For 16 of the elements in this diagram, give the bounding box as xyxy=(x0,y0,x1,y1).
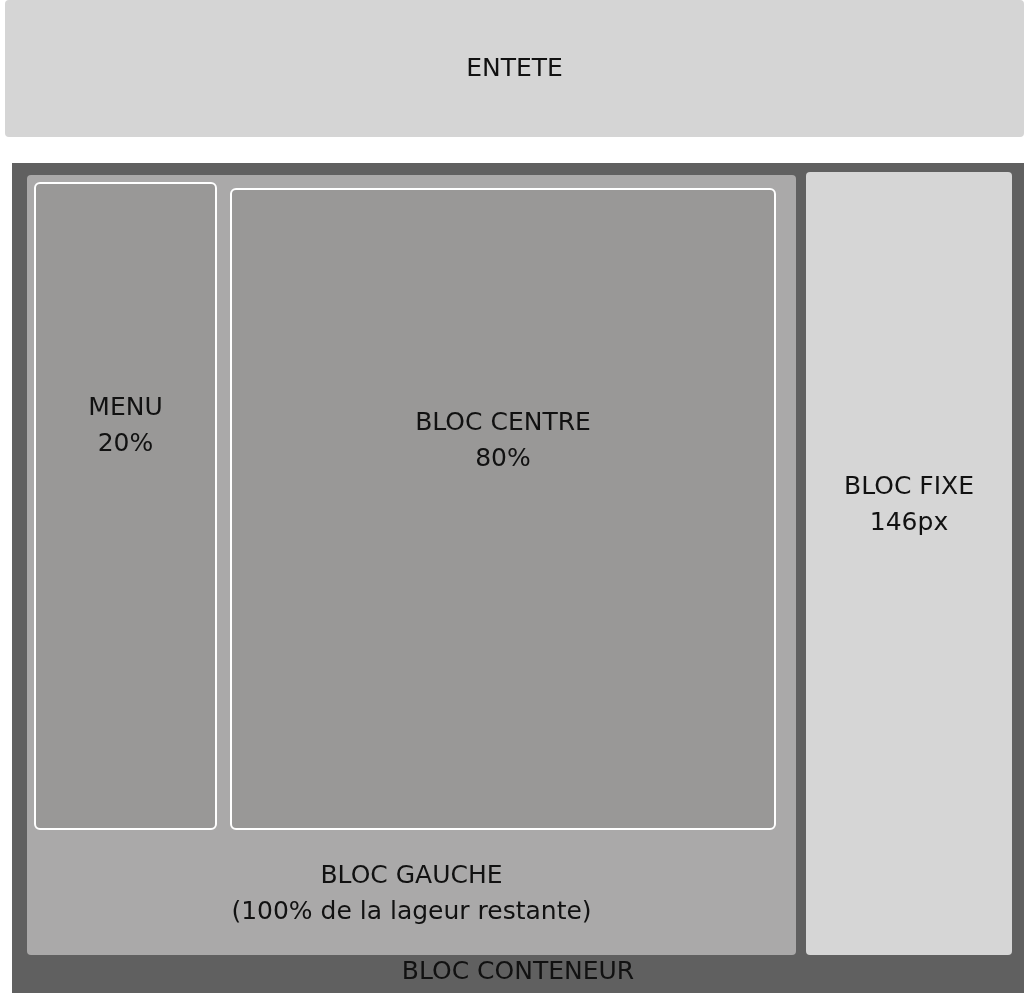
fixed-block xyxy=(806,172,1012,955)
block-title: BLOC CENTRE xyxy=(414,406,592,438)
block-title: BLOC CONTENEUR xyxy=(400,955,636,987)
container-block xyxy=(12,163,1024,993)
header-block xyxy=(5,0,1024,137)
block-size: 146px xyxy=(868,506,950,538)
block-title: BLOC FIXE xyxy=(843,470,975,502)
menu-block xyxy=(34,182,217,830)
block-title: ENTETE xyxy=(465,52,564,84)
left-block xyxy=(27,175,796,955)
block-size: (100% de la lageur restante) xyxy=(230,895,593,927)
block-title: MENU xyxy=(87,391,164,423)
block-size: 20% xyxy=(96,427,155,459)
block-size: 80% xyxy=(474,442,532,474)
center-block xyxy=(230,188,776,830)
block-title: BLOC GAUCHE xyxy=(319,859,504,891)
